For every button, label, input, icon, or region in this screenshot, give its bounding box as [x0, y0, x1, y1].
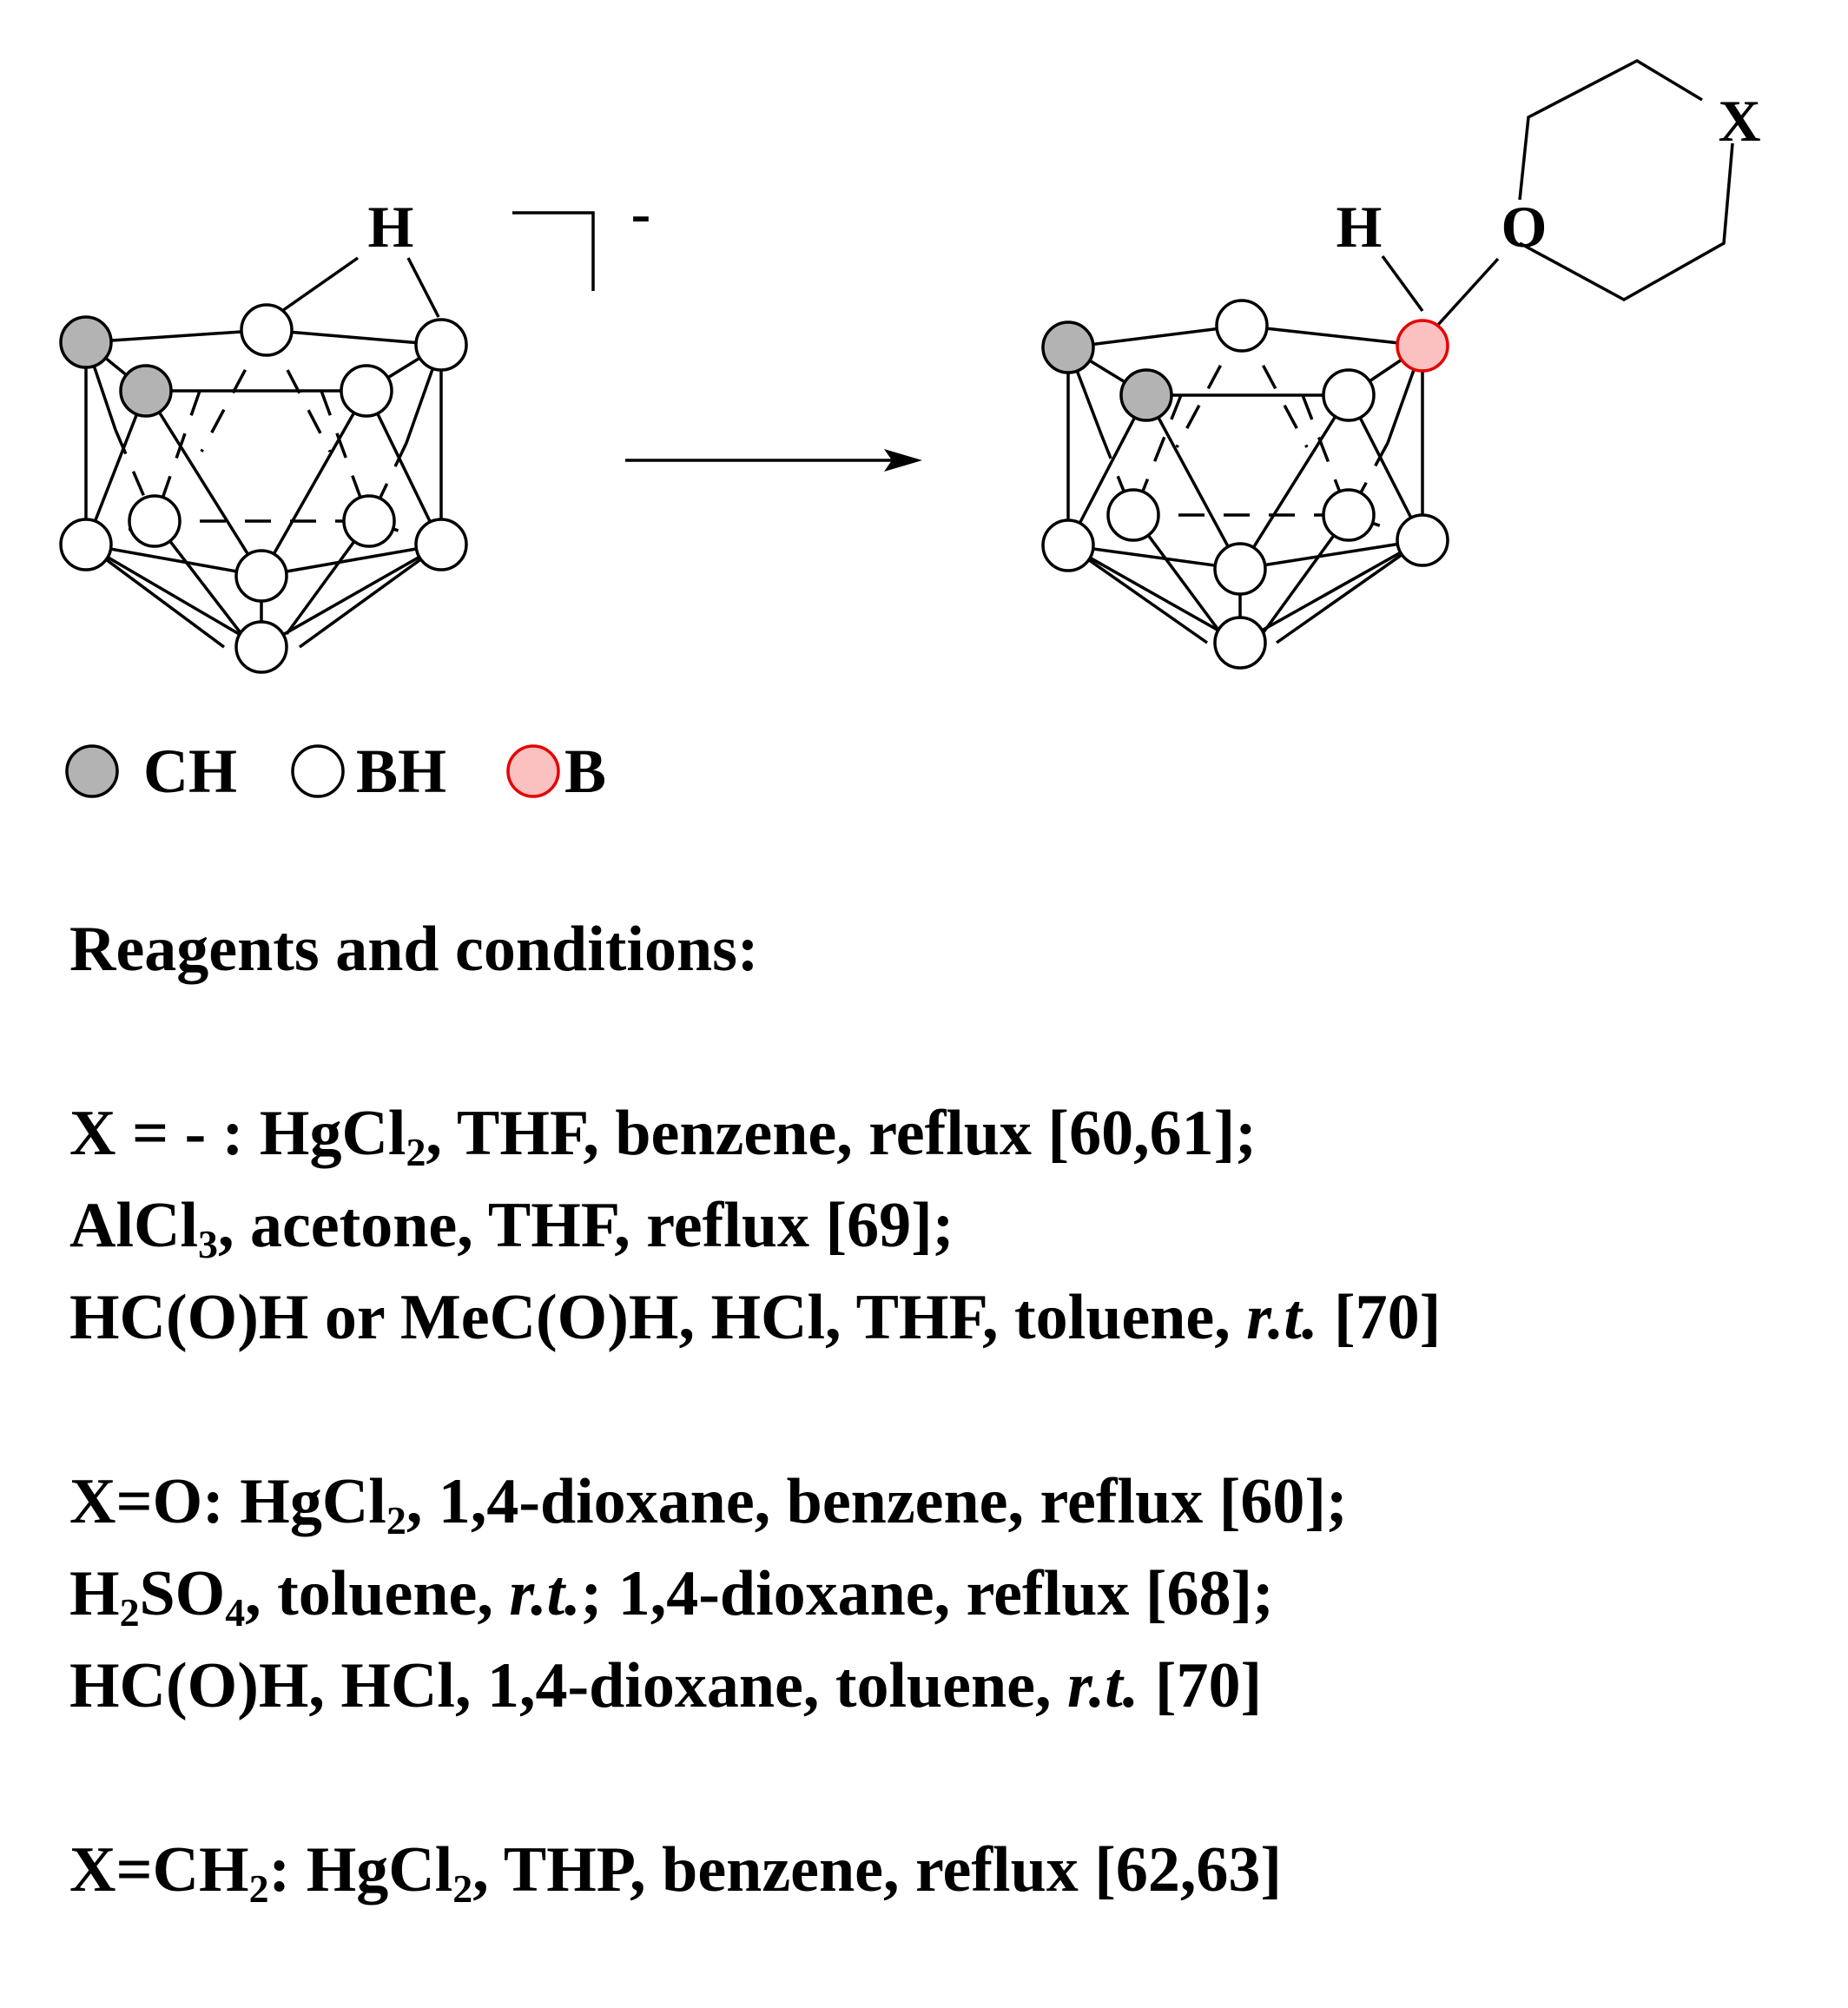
- product-bh-atom: [1213, 616, 1267, 670]
- text-segment: X=CH: [69, 1834, 249, 1906]
- legend-ch-label: CH: [143, 736, 237, 806]
- charge-label: -: [631, 180, 651, 246]
- legend-b-label: B: [564, 736, 606, 806]
- text-segment: [70]: [1138, 1650, 1263, 1721]
- legend-bh-swatch: [291, 744, 345, 798]
- reactant-bh-atom: [240, 303, 294, 357]
- text-segment: HC(O)H or MeC(O)H, HCl, THF, toluene,: [69, 1282, 1247, 1353]
- product-bh-atom: [1396, 513, 1449, 567]
- subscript: 4: [225, 1589, 246, 1635]
- text-segment: , THF, benzene, reflux [60,61];: [426, 1098, 1257, 1169]
- reactant-bh-atom: [414, 518, 468, 571]
- product-x-label: X: [1718, 88, 1760, 154]
- subscript: 2: [386, 1497, 406, 1542]
- product-ch-atom: [1041, 320, 1095, 374]
- reactant-bridge-h-label: H: [368, 194, 414, 260]
- reactant-bh-atom: [340, 364, 393, 418]
- reagents-and-conditions: Reagents and conditions: X = - : HgCl2, …: [69, 903, 1806, 2008]
- conditions-line: X=O: HgCl2, 1,4-dioxane, benzene, reflux…: [69, 1456, 1806, 1548]
- text-segment: , acetone, THF, reflux [69];: [217, 1190, 954, 1261]
- reactant-bridge-bond-right: [406, 257, 440, 318]
- conditions-line: X=CH2: HgCl2, THP, benzene, reflux [62,6…: [69, 1824, 1806, 1916]
- text-segment: , THP, benzene, reflux [62,63]: [472, 1834, 1283, 1906]
- reaction-arrow: [625, 449, 922, 472]
- charge-bracket: [512, 211, 595, 291]
- conditions-group-x-ch2: X=CH2: HgCl2, THP, benzene, reflux [62,6…: [69, 1824, 1806, 1916]
- reactant-ch-atom: [59, 315, 113, 369]
- reaction-scheme: H -: [59, 58, 1761, 806]
- text-segment: : HgCl: [268, 1834, 453, 1906]
- italic-segment: r.t.: [1067, 1650, 1139, 1721]
- product-bh-atom: [1041, 519, 1095, 572]
- product-bh-atom: [1322, 488, 1376, 542]
- text-segment: ; 1,4-dioxane, reflux [68];: [580, 1558, 1274, 1629]
- reactant-bh-atom: [128, 494, 182, 548]
- text-segment: H: [69, 1558, 120, 1629]
- text-segment: X=O: HgCl: [69, 1466, 386, 1537]
- subscript: 3: [198, 1221, 218, 1266]
- text-segment: HC(O)H, HCl, 1,4-dioxane, toluene,: [69, 1650, 1068, 1721]
- product-ch-atom: [1119, 368, 1173, 422]
- reactant-bh-atom: [59, 518, 113, 571]
- italic-segment: r.t.: [509, 1558, 581, 1629]
- reactant-ch-atom: [119, 364, 173, 418]
- legend-b-swatch: [506, 744, 560, 798]
- product-h-label: H: [1336, 194, 1383, 260]
- reactant-bh-atom: [234, 549, 288, 603]
- reactant-cluster: [59, 256, 468, 674]
- product-bh-atom: [1322, 368, 1376, 422]
- reactant-bh-atom: [234, 620, 288, 674]
- italic-segment: r.t.: [1246, 1282, 1318, 1353]
- reactant-bh-atom: [414, 318, 468, 372]
- conditions-line: X = - : HgCl2, THF, benzene, reflux [60,…: [69, 1087, 1806, 1179]
- reactant-bridge-bond-left: [278, 256, 360, 314]
- conditions-group-x-o: X=O: HgCl2, 1,4-dioxane, benzene, reflux…: [69, 1456, 1806, 1732]
- reactant-bh-atom: [342, 494, 396, 548]
- conditions-line: HC(O)H, HCl, 1,4-dioxane, toluene, r.t. …: [69, 1640, 1806, 1732]
- text-segment: [70]: [1317, 1282, 1442, 1353]
- text-segment: AlCl: [69, 1190, 198, 1261]
- product-bo-bond: [1436, 257, 1500, 327]
- conditions-line: AlCl3, acetone, THF, reflux [69];: [69, 1179, 1806, 1272]
- text-segment: X = - : HgCl: [69, 1098, 406, 1169]
- subscript: 2: [406, 1129, 426, 1174]
- product-bh-atom: [1215, 299, 1269, 353]
- legend-ch-swatch: [65, 744, 119, 798]
- text-segment: , 1,4-dioxane, benzene, reflux [60];: [406, 1466, 1348, 1537]
- product-h-bond: [1381, 254, 1424, 313]
- product-o-label: O: [1502, 194, 1548, 260]
- conditions-heading: Reagents and conditions:: [69, 914, 759, 985]
- legend: CH BH B: [65, 736, 606, 806]
- product-cluster: [1041, 58, 1734, 670]
- conditions-group-x-none: X = - : HgCl2, THF, benzene, reflux [60,…: [69, 1087, 1806, 1364]
- product-ring-bonds: [1518, 58, 1703, 201]
- product-substituted-b-atom: [1396, 319, 1449, 373]
- conditions-line: HC(O)H or MeC(O)H, HCl, THF, toluene, r.…: [69, 1272, 1806, 1364]
- subscript: 2: [119, 1589, 140, 1635]
- product-bh-atom: [1213, 542, 1267, 596]
- product-bh-atom: [1106, 488, 1160, 542]
- text-segment: SO: [139, 1558, 226, 1629]
- subscript: 2: [452, 1866, 473, 1911]
- conditions-line: H2SO4, toluene, r.t.; 1,4-dioxane, reflu…: [69, 1548, 1806, 1640]
- legend-bh-label: BH: [356, 736, 446, 806]
- text-segment: , toluene,: [245, 1558, 510, 1629]
- subscript: 2: [248, 1866, 269, 1911]
